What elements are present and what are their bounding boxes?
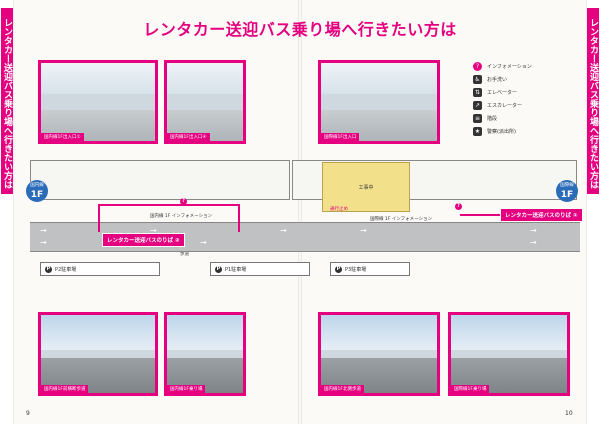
domestic-sign-title: 国内線 [30, 183, 44, 188]
page-number-left: 9 [26, 410, 30, 417]
page-title: レンタカー送迎バス乗り場へ行きたい方は [143, 20, 457, 39]
parking-lot-label: P3駐車場 [345, 266, 367, 273]
left-side-title: レンタカー送迎バス乗り場へ行きたい方は [1, 8, 13, 194]
page-gutter [298, 0, 302, 424]
photo-caption: 国際線1F出入口 [321, 133, 360, 141]
photo-domestic-stop: 国内線1F乗り場 [164, 312, 246, 396]
domestic-info-label: 国内線 1F インフォメーション [150, 214, 213, 219]
photo-caption: 国内線1F出入口① [41, 133, 84, 141]
legend-label: エスカレーター [487, 103, 523, 109]
photo-domestic-entrance-1: 国内線1F出入口① [38, 60, 158, 144]
international-info-label: 国際線 1F インフォメーション [370, 217, 433, 222]
restroom-icon: ♿ [473, 75, 482, 84]
terminal-map: 工事中 国内線 1F 国際線 1F ? ? 国内線 1F インフォメーション 国… [26, 158, 583, 278]
parking-lot-p3: P P3駐車場 [330, 262, 410, 276]
legend-row: ★ 警察(派出所) [473, 125, 591, 138]
police-icon: ★ [473, 127, 482, 136]
international-sign-title: 国際線 [560, 183, 574, 188]
curbside-road: → → → → → → → → [30, 222, 580, 252]
stairs-icon: ≡ [473, 114, 482, 123]
domestic-sign-floor: 1F [30, 190, 44, 200]
construction-area: 工事中 [322, 162, 410, 212]
photo-caption: 国内線1F前横断歩道 [41, 385, 89, 393]
photo-caption: 国内線1F北側歩道 [321, 385, 364, 393]
walkway-label: 通行止め [330, 207, 348, 212]
information-icon: ? [455, 203, 462, 210]
legend-row: ? インフォメーション [473, 60, 591, 73]
international-sign-floor: 1F [560, 190, 574, 200]
photo-caption: 国内線1F出入口④ [167, 133, 210, 141]
legend-label: インフォメーション [487, 64, 532, 70]
photo-international-entrance: 国際線1F出入口 [318, 60, 440, 144]
photo-international-stop: 国際線1F乗り場 [448, 312, 570, 396]
legend-label: お手洗い [487, 77, 508, 83]
parking-lot-label: P1駐車場 [225, 266, 247, 273]
legend-row: ⇅ エレベーター [473, 86, 591, 99]
legend-label: 警察(派出所) [487, 129, 516, 135]
right-side-title: レンタカー送迎バス乗り場へ行きたい方は [587, 8, 599, 194]
international-floor-sign: 国際線 1F [556, 180, 578, 202]
parking-icon: P [215, 265, 222, 273]
international-bus-stop: レンタカー送迎バスのりば ① [500, 208, 583, 222]
legend-label: 階段 [487, 116, 498, 122]
information-icon: ? [473, 62, 482, 71]
right-side-tab: レンタカー送迎バス乗り場へ行きたい方は [586, 0, 600, 424]
legend-row: ≡ 階段 [473, 112, 591, 125]
escalator-icon: ↗ [473, 101, 482, 110]
legend-row: ♿ お手洗い [473, 73, 591, 86]
photo-caption: 国際線1F乗り場 [451, 385, 490, 393]
legend-label: エレベーター [487, 90, 518, 96]
photo-domestic-crosswalk: 国内線1F前横断歩道 [38, 312, 158, 396]
parking-lot-p1: P P1駐車場 [210, 262, 310, 276]
domestic-floor-sign: 国内線 1F [26, 180, 48, 202]
photo-domestic-entrance-4: 国内線1F出入口④ [164, 60, 246, 144]
parking-lot-label: P2駐車場 [55, 266, 77, 273]
information-icon: ? [180, 198, 187, 205]
sidewalk-label: 歩道 [180, 252, 189, 257]
domestic-bus-stop: レンタカー送迎バスのりば ② [102, 233, 185, 247]
page-number-right: 10 [565, 410, 573, 417]
domestic-route-line [98, 204, 238, 206]
parking-icon: P [45, 265, 52, 273]
domestic-terminal-building [30, 160, 290, 200]
legend-row: ↗ エスカレーター [473, 99, 591, 112]
left-side-tab: レンタカー送迎バス乗り場へ行きたい方は [0, 0, 14, 424]
elevator-icon: ⇅ [473, 88, 482, 97]
parking-icon: P [335, 265, 342, 273]
parking-lot-p2: P P2駐車場 [40, 262, 160, 276]
photo-domestic-north-sidewalk: 国内線1F北側歩道 [318, 312, 440, 396]
map-legend: ? インフォメーション ♿ お手洗い ⇅ エレベーター ↗ エスカレーター ≡ … [473, 60, 591, 138]
photo-caption: 国内線1F乗り場 [167, 385, 206, 393]
